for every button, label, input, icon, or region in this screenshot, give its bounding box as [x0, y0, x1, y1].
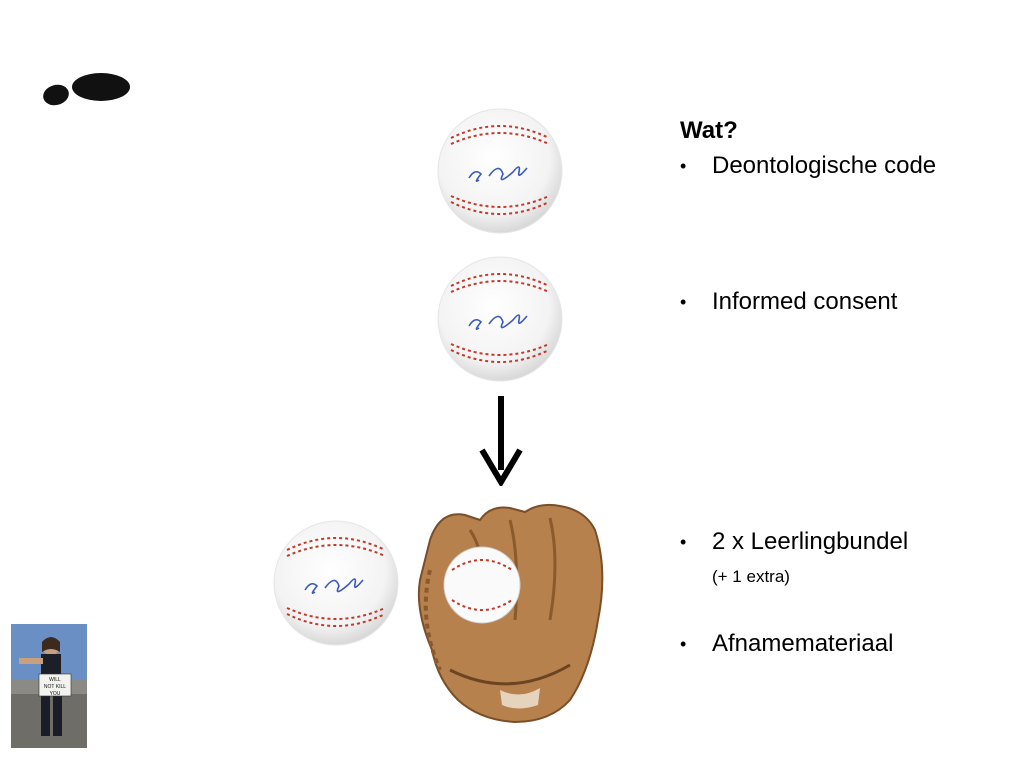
footprint-icon: [43, 73, 130, 106]
svg-text:YOU: YOU: [50, 691, 61, 697]
bullet-dot: •: [680, 634, 687, 654]
bullet-text: 2 x Leerlingbundel: [712, 528, 909, 555]
bullet-dot: •: [680, 292, 687, 312]
person-with-sign-photo: WILL NOT KILL YOU: [11, 624, 87, 748]
slide-heading: Wat?: [680, 117, 738, 144]
bullet-text: Informed consent: [712, 288, 898, 315]
baseball-glove-image: [417, 503, 604, 724]
svg-text:WILL: WILL: [49, 677, 61, 683]
baseball-3: [273, 520, 399, 646]
baseball-1: [437, 108, 563, 234]
bullet-text: Deontologische code: [712, 152, 937, 179]
bullet-dot: •: [680, 156, 687, 176]
bullet-dot: •: [680, 532, 687, 552]
bullet-text: Afnamemateriaal: [712, 630, 894, 657]
bullet-sub-note: (+ 1 extra): [712, 567, 790, 586]
arrow-down-icon: [479, 396, 523, 486]
baseball-2: [437, 256, 563, 382]
svg-text:NOT KILL: NOT KILL: [44, 684, 66, 690]
